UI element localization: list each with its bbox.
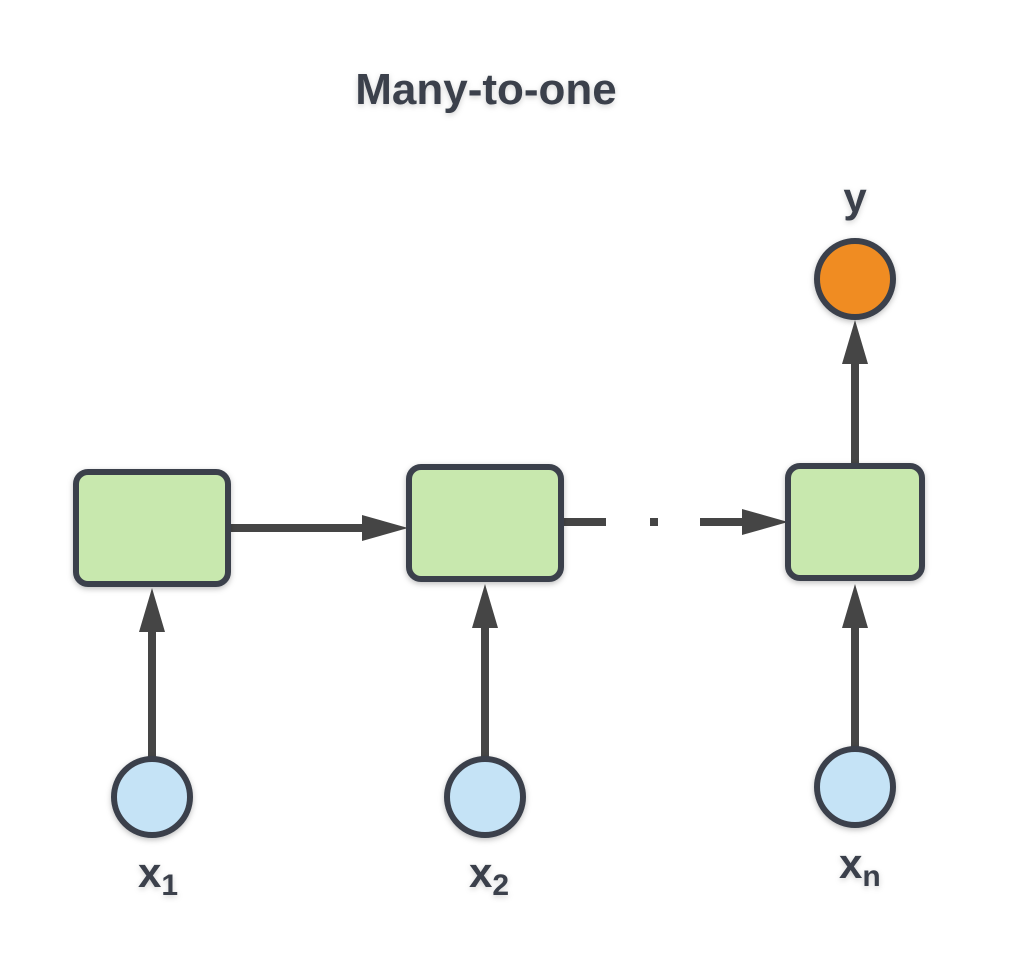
input-label-n-main: x	[839, 840, 863, 887]
input-arrowhead-2	[472, 584, 498, 628]
connectors	[139, 320, 868, 758]
hidden-cell-n	[785, 463, 925, 581]
output-label: y	[843, 174, 867, 221]
recurrent-arrowhead-2-n	[742, 509, 788, 535]
input-label-1-sub: 1	[161, 869, 178, 902]
input-nodes: x1 x2 xn	[111, 746, 896, 902]
input-label-n-sub: n	[862, 860, 880, 893]
output-node: y	[814, 174, 896, 320]
input-arrowhead-1	[139, 588, 165, 632]
output-arrowhead	[842, 320, 868, 364]
input-label-n: xn	[839, 840, 881, 893]
input-label-2-sub: 2	[492, 869, 509, 902]
input-circle-2	[444, 756, 526, 838]
input-label-1: x1	[138, 849, 178, 902]
hidden-cell-1	[73, 469, 231, 587]
hidden-cell-2	[406, 464, 564, 582]
recurrent-arrowhead-1-2	[362, 515, 408, 541]
input-circle-n	[814, 746, 896, 828]
input-arrowhead-n	[842, 584, 868, 628]
input-label-2-main: x	[469, 849, 493, 896]
output-circle	[814, 238, 896, 320]
input-circle-1	[111, 756, 193, 838]
hidden-cells	[73, 463, 925, 587]
diagram-title: Many-to-one	[355, 65, 617, 114]
input-label-2: x2	[469, 849, 509, 902]
input-label-1-main: x	[138, 849, 162, 896]
